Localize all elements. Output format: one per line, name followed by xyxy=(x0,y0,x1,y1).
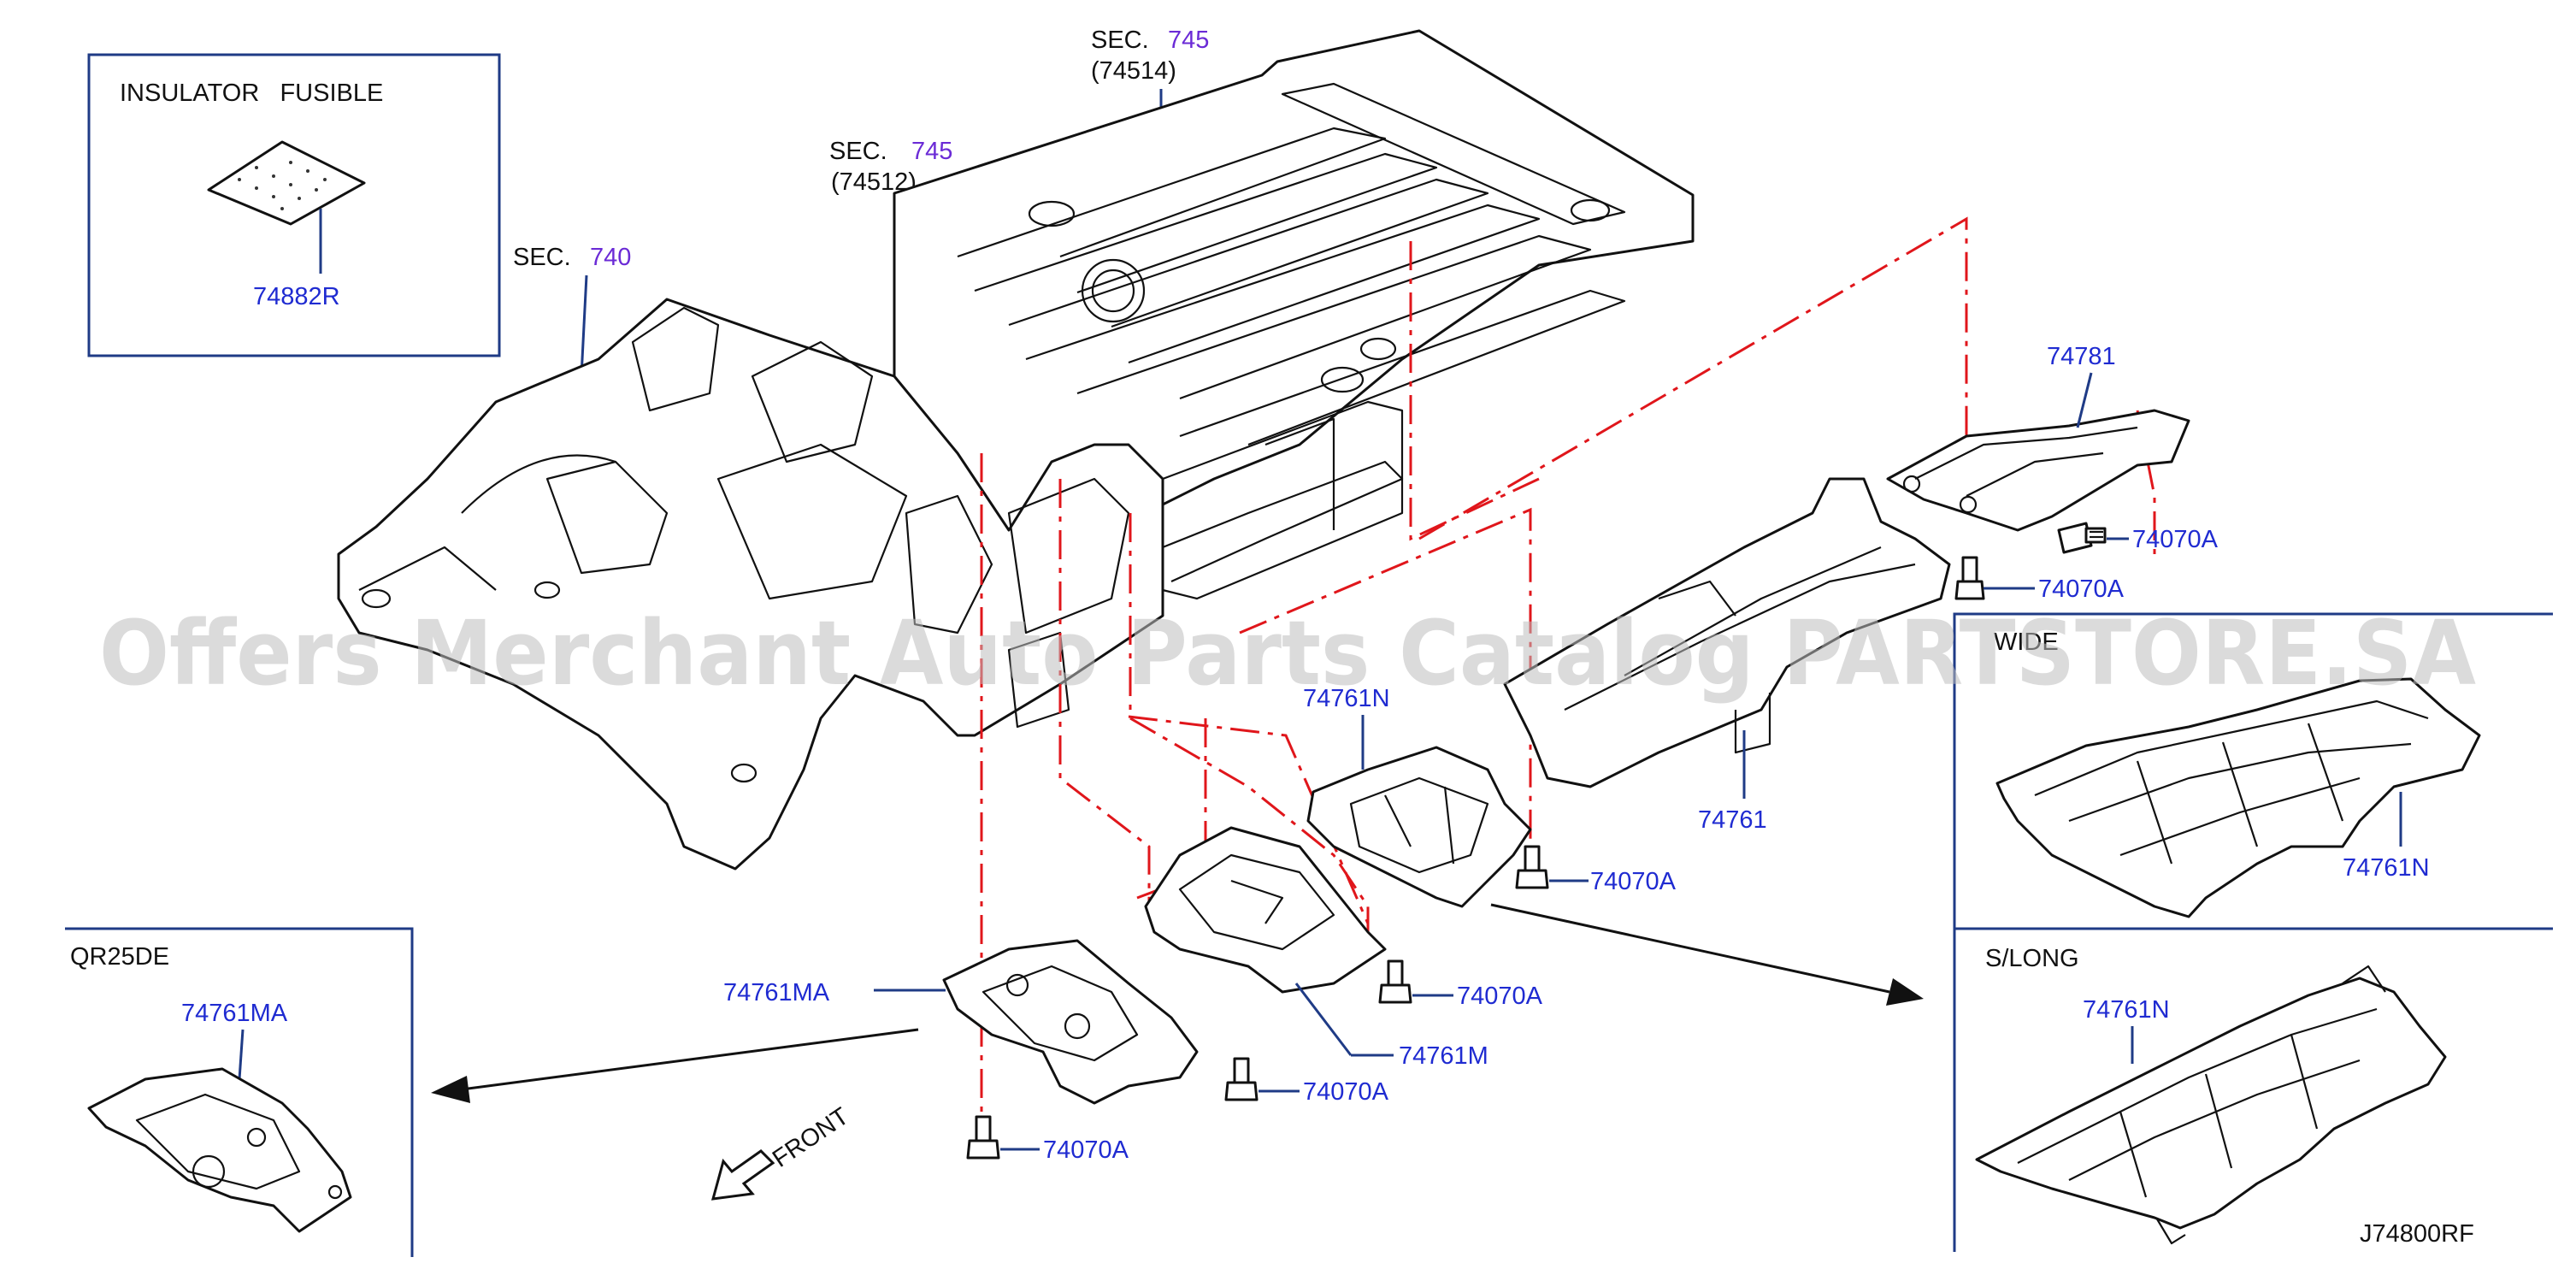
sec-745-74514-label: SEC. 745 (74514) xyxy=(1091,27,1209,183)
slong-part: 74761N xyxy=(2083,996,2170,1024)
wide-part: 74761N xyxy=(2343,854,2430,882)
part-74761ma: 74761MA 74070A xyxy=(723,939,1199,1164)
arrow-to-qr25de xyxy=(431,1076,470,1103)
callout-74070a-right-second: 74070A xyxy=(2038,575,2125,603)
vehicle-floor-body xyxy=(337,29,1695,871)
bolt-74070a-center-right xyxy=(1378,959,1412,1004)
callout-74761m: 74761M xyxy=(1399,1042,1488,1070)
callout-74070a-mid: 74070A xyxy=(1590,868,1677,895)
wide-part-drawing xyxy=(1995,677,2481,918)
insulator-pad-icon xyxy=(207,140,366,226)
front-floor-tunnel xyxy=(337,298,1164,871)
bolt-74070a-front-left xyxy=(966,1115,1000,1160)
slong-title: S/LONG xyxy=(1985,945,2079,972)
sec-prefix: SEC. xyxy=(829,138,887,165)
part-74781: 74781 74070A 74070A xyxy=(1886,343,2219,603)
part-74761n: 74761N 74070A xyxy=(1303,685,1677,908)
callout-74781: 74781 xyxy=(2047,343,2116,370)
callout-74070a-center-low: 74070A xyxy=(1303,1078,1389,1106)
qr25de-inset: QR25DE 74761MA xyxy=(65,927,414,1257)
bolt-74070a-right-horizontal xyxy=(2057,522,2107,554)
diagram-code: J74800RF xyxy=(2360,1220,2474,1248)
sec-prefix: SEC. xyxy=(1091,27,1149,54)
insulator-pad-dots xyxy=(238,161,327,210)
floor-side-rails xyxy=(1007,400,1404,729)
front-label: FRONT xyxy=(768,1102,854,1173)
insulator-frame xyxy=(87,53,501,357)
qr25de-title: QR25DE xyxy=(70,943,169,971)
variant-arrows xyxy=(431,903,1924,1103)
sec-740-label: SEC. 740 xyxy=(513,244,631,377)
callout-74761: 74761 xyxy=(1698,806,1767,834)
watermark: Offers Merchant Auto Parts Catalog PARTS… xyxy=(99,601,2476,705)
wide-inset: WIDE 74761N xyxy=(1953,612,2553,1252)
front-indicator: FRONT xyxy=(710,1102,854,1201)
bolt-74070a-right-vertical xyxy=(1954,556,1985,600)
insulator-title: INSULATOR FUSIBLE xyxy=(120,80,383,107)
wide-title: WIDE xyxy=(1994,629,2059,656)
part-74761m: 74761M 74070A 74070A xyxy=(1144,826,1543,1106)
callout-74761n: 74761N xyxy=(1303,685,1390,712)
sec-number: 745 xyxy=(911,138,952,165)
callout-74070a-front-left: 74070A xyxy=(1043,1136,1129,1164)
qr25de-part-drawing xyxy=(87,1067,352,1233)
insulator-inset: INSULATOR FUSIBLE 74882R xyxy=(87,53,501,357)
bolt-74070a-mid xyxy=(1515,845,1549,889)
sec-prefix: SEC. xyxy=(513,244,571,271)
sec-number: 745 xyxy=(1168,27,1209,54)
callout-74070a-center-right: 74070A xyxy=(1457,983,1543,1010)
slong-inset: S/LONG 74761N xyxy=(1975,945,2447,1245)
callout-74070a-top-right: 74070A xyxy=(2132,526,2219,553)
floor-ribs xyxy=(957,82,1626,446)
callout-74761ma: 74761MA xyxy=(723,979,830,1006)
sec-number: 740 xyxy=(590,244,631,271)
slong-part-drawing xyxy=(1975,977,2447,1230)
qr25de-part: 74761MA xyxy=(181,1000,288,1027)
front-arrow-icon xyxy=(710,1149,775,1201)
insulator-part-number: 74882R xyxy=(253,283,340,310)
bolt-74070a-center-low xyxy=(1224,1057,1259,1101)
front-floor-details xyxy=(358,306,1404,783)
arrow-to-variants-right xyxy=(1886,978,1924,1006)
sec-ref: (74514) xyxy=(1091,57,1176,85)
part-74761: 74761 xyxy=(1503,477,1951,834)
